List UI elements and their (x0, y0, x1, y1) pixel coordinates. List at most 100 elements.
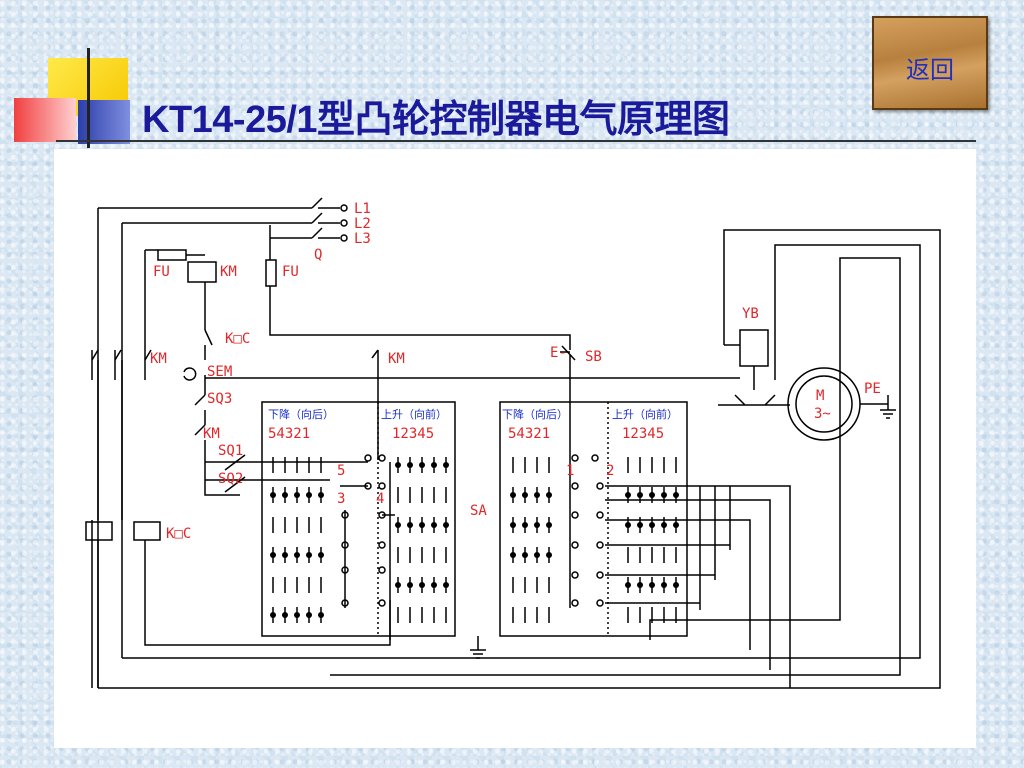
contact-dot (431, 462, 437, 468)
contact-dot (649, 522, 655, 528)
contact-dot (318, 492, 324, 498)
page-title: KT14-25/1型凸轮控制器电气原理图 (142, 99, 730, 141)
label-L2: L2 (354, 216, 371, 232)
label-sb: SB (585, 349, 602, 365)
contact-dot (443, 522, 449, 528)
contact-dot (294, 492, 300, 498)
contact-dot (282, 612, 288, 618)
contact-dot (625, 522, 631, 528)
contact-dot (625, 582, 631, 588)
contact-dot (522, 522, 528, 528)
contact-dot (661, 582, 667, 588)
contact-dot (661, 522, 667, 528)
contact-dot (546, 492, 552, 498)
contact-dot (534, 552, 540, 558)
decor-blue-square (78, 100, 130, 144)
label-sq1: SQ1 (218, 443, 243, 459)
label-sem: SEM (207, 364, 232, 380)
contact-dot (649, 492, 655, 498)
header-dir-2: 上升（向前） (381, 407, 447, 421)
contact-dot (443, 582, 449, 588)
contact-dot (306, 492, 312, 498)
contact-dot (522, 492, 528, 498)
contact-dot (546, 552, 552, 558)
contact-dot (282, 492, 288, 498)
label-fu-right: FU (282, 264, 299, 280)
label-koc-contact: K□C (225, 331, 250, 347)
contact-dot (443, 462, 449, 468)
label-m: M (816, 388, 824, 404)
header-steps-3: 54321 (508, 426, 550, 442)
decor-red-square (14, 98, 76, 142)
contact-dot (395, 462, 401, 468)
contact-dot (318, 612, 324, 618)
contact-dot (419, 522, 425, 528)
contact-dot (294, 612, 300, 618)
contact-dot (649, 582, 655, 588)
label-sa: SA (470, 503, 487, 519)
contact-dot (661, 492, 667, 498)
contact-dot (282, 552, 288, 558)
label-L3: L3 (354, 231, 371, 247)
label-L1: L1 (354, 201, 371, 217)
contact-dot (625, 492, 631, 498)
contact-dot (637, 492, 643, 498)
label-km-contact: KM (203, 426, 220, 442)
header-dir-1: 下降（向后） (268, 407, 334, 421)
contact-dot (306, 612, 312, 618)
decor-horizontal-line (56, 140, 976, 142)
contact-dot (431, 522, 437, 528)
contact-dot (431, 582, 437, 588)
label-num4: 4 (376, 491, 384, 507)
contact-dot (407, 462, 413, 468)
contact-dot (637, 582, 643, 588)
contact-dot (522, 552, 528, 558)
contact-dot (510, 492, 516, 498)
label-num2: 2 (606, 463, 614, 479)
header-dir-4: 上升（向前） (612, 407, 678, 421)
switch-contacts-2 (510, 457, 679, 623)
header-steps-2: 12345 (392, 426, 434, 442)
contact-dot (306, 552, 312, 558)
label-fu-left: FU (153, 264, 170, 280)
label-koc-coil: K□C (166, 526, 191, 542)
contact-dot (419, 582, 425, 588)
contact-dot (673, 492, 679, 498)
switch-contacts-1 (270, 457, 449, 623)
label-km-mid: KM (388, 351, 405, 367)
label-sq3: SQ3 (207, 391, 232, 407)
contact-dot (534, 522, 540, 528)
label-yb: YB (742, 306, 759, 322)
label-num5: 5 (337, 463, 345, 479)
label-num3: 3 (337, 491, 345, 507)
diagram-panel: L1 L2 L3 Q FU KM FU K□C SEM SQ3 KM SQ1 S… (54, 149, 976, 748)
contact-dot (510, 522, 516, 528)
circuit-diagram: L1 L2 L3 Q FU KM FU K□C SEM SQ3 KM SQ1 S… (85, 197, 941, 689)
label-e: E- (550, 345, 567, 361)
contact-dot (270, 552, 276, 558)
label-num1: 1 (566, 463, 574, 479)
label-km-main: KM (150, 351, 167, 367)
contact-dot (270, 492, 276, 498)
contact-dot (318, 552, 324, 558)
contact-dot (407, 582, 413, 588)
contact-dot (270, 612, 276, 618)
contact-dot (534, 492, 540, 498)
label-km-coil: KM (220, 264, 237, 280)
contact-dot (673, 522, 679, 528)
label-sq2: SQ2 (218, 471, 243, 487)
contact-dot (637, 522, 643, 528)
contact-dot (395, 582, 401, 588)
contact-dot (294, 552, 300, 558)
label-pe: PE (864, 381, 881, 397)
label-m-phase: 3~ (814, 406, 831, 422)
contact-dot (546, 522, 552, 528)
header-dir-3: 下降（向后） (502, 407, 568, 421)
back-button[interactable]: 返回 (872, 16, 988, 110)
contact-dot (407, 522, 413, 528)
label-Q: Q (314, 247, 322, 263)
decor-vertical-line (87, 48, 90, 148)
header-steps-4: 12345 (622, 426, 664, 442)
contact-dot (395, 522, 401, 528)
contact-dot (419, 462, 425, 468)
